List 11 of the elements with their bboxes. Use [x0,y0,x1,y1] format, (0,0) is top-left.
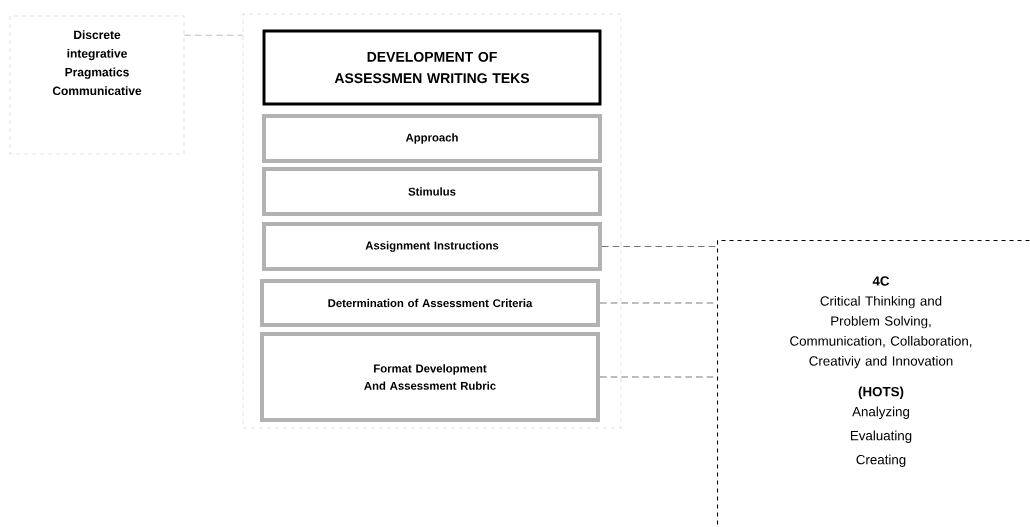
connector [183,34,244,36]
dashed-box: 4C Critical Thinking and Problem Solving, Communication, Collaboration, Creativiy and Innovation (HOTS) Analyzing Evaluating Creating [717,240,1030,527]
process-box: Format Development And Assessment Rubric [260,332,600,422]
process-box: Determination of Assessment Criteria [260,279,600,327]
connector [601,246,718,247]
title-box: DEVELOPMENT OF ASSESSMEN WRITING TEKS [262,29,602,106]
process-box: Assignment Instructions [262,222,602,271]
dashed-frame [242,13,622,429]
process-box: Stimulus [262,167,602,216]
process-box: Approach [262,114,602,163]
dashed-box: Discrete integrative Pragmatics Communicative [9,15,185,155]
